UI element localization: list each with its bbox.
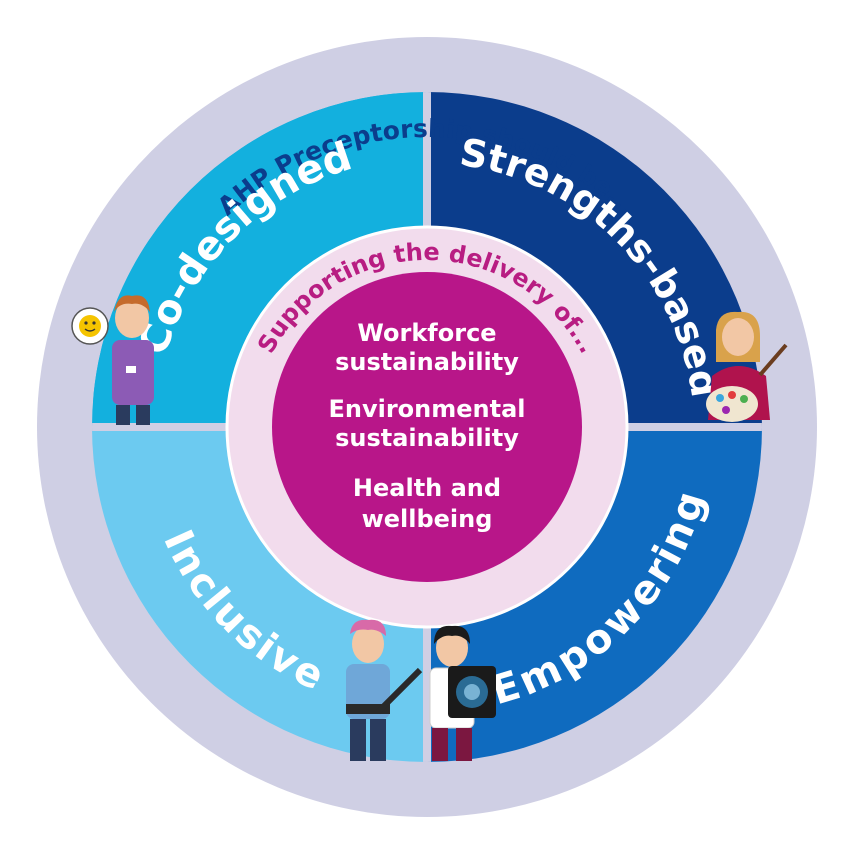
person-empowering-illustration [429,625,496,761]
crutch-icon [375,667,423,715]
center-item-1-line-2: sustainability [335,348,519,376]
center-item-2-line-1: Environmental [328,395,525,423]
person-strengths-based-illustration [706,311,788,422]
center-item-3-line-1: Health and [353,474,501,502]
center-item-1-line-1: Workforce [357,319,496,347]
center-item-2-line-2: sustainability [335,424,519,452]
center-circle [272,272,582,582]
center-items: Workforce sustainability Environmental s… [328,319,525,533]
smiley-icon [79,315,101,337]
person-co-designed-illustration [71,295,154,425]
center-item-3-line-2: wellbeing [362,505,493,533]
person-inclusive-illustration [346,619,423,761]
